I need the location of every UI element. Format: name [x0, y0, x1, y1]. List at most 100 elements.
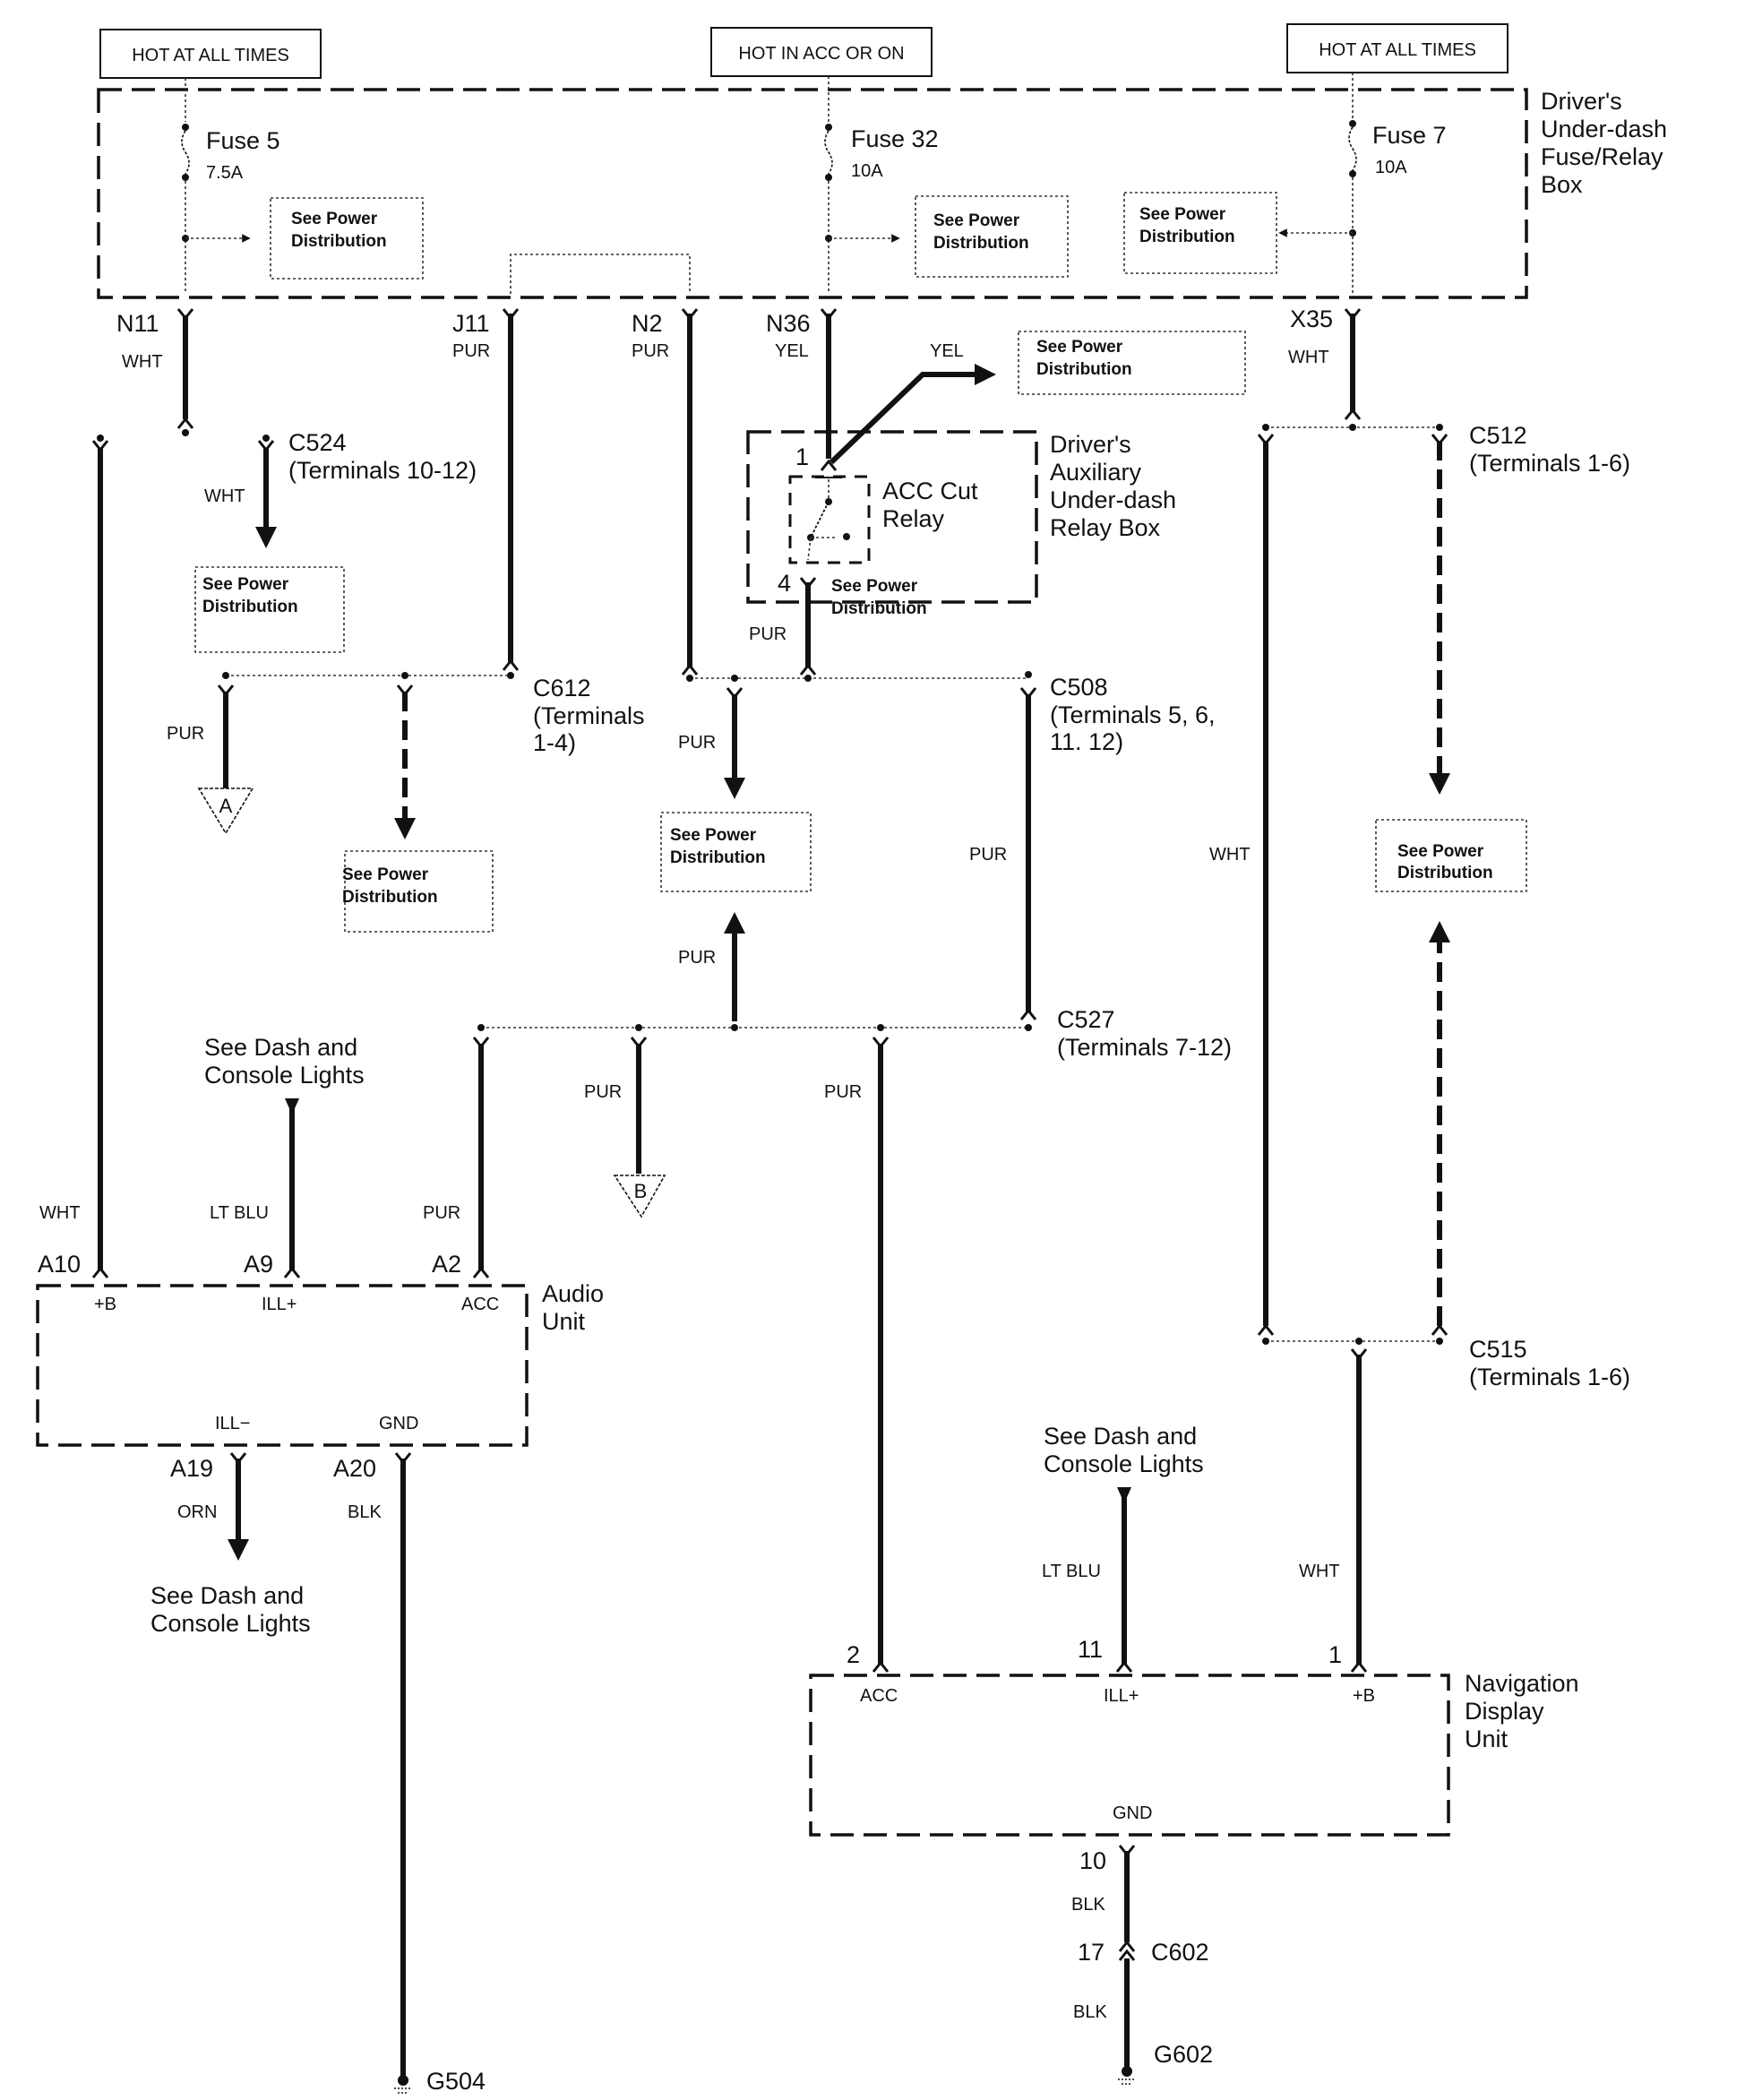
- svg-text:10A: 10A: [851, 161, 883, 181]
- off-page-connector-a[interactable]: A: [197, 788, 254, 835]
- svg-text:Fuse 32: Fuse 32: [851, 125, 939, 152]
- svg-text:C602: C602: [1151, 1939, 1209, 1966]
- connector-c612: C612 (Terminals 1-4): [217, 672, 645, 756]
- svg-text:10A: 10A: [1375, 158, 1407, 177]
- svg-text:See Power: See Power: [933, 211, 1020, 230]
- svg-text:2: 2: [847, 1641, 860, 1668]
- power-source-hot-at-all-times-right: HOT AT ALL TIMES: [1286, 23, 1509, 73]
- wire-j11: PUR: [452, 308, 520, 671]
- svg-text:BLK: BLK: [1071, 1895, 1105, 1915]
- power-distribution-ref-right[interactable]: See Power Distribution: [1375, 819, 1527, 892]
- svg-text:Navigation: Navigation: [1465, 1670, 1579, 1697]
- svg-text:C512: C512: [1469, 422, 1527, 449]
- off-page-connector-b[interactable]: B: [613, 1175, 666, 1218]
- dash-lights-ref-audio-ill-minus[interactable]: See Dash and Console Lights: [150, 1582, 311, 1637]
- power-distribution-ref-center[interactable]: See Power Distribution: [660, 812, 812, 892]
- ground-icon: [398, 2075, 408, 2086]
- svg-text:WHT: WHT: [1288, 348, 1329, 367]
- fuse-relay-box: [97, 88, 1528, 299]
- svg-text:11: 11: [1078, 1636, 1103, 1663]
- svg-text:See Dash and: See Dash and: [204, 1034, 357, 1061]
- wire-lt-blu-nav-11: LT BLU: [1042, 1487, 1131, 1665]
- svg-text:Console Lights: Console Lights: [204, 1062, 365, 1089]
- wire-c527-to-power-dist: PUR: [678, 912, 745, 1021]
- relay-switch-icon: [810, 501, 830, 538]
- svg-text:1: 1: [1328, 1641, 1342, 1668]
- wire-yel-to-power-dist: YEL: [829, 341, 996, 465]
- svg-text:(Terminals 1-6): (Terminals 1-6): [1469, 1364, 1630, 1390]
- fuse-32: Fuse 32 10A: [824, 76, 939, 294]
- svg-text:+B: +B: [1353, 1686, 1375, 1706]
- ground-icon: [1122, 2066, 1132, 2077]
- power-distribution-ref-c524[interactable]: See Power Distribution: [194, 566, 345, 653]
- svg-text:PUR: PUR: [824, 1082, 862, 1102]
- svg-text:1: 1: [795, 443, 809, 470]
- power-distribution-ref-yel[interactable]: See Power Distribution: [1018, 331, 1246, 395]
- svg-text:HOT AT ALL TIMES: HOT AT ALL TIMES: [1319, 40, 1476, 60]
- svg-text:PUR: PUR: [584, 1082, 622, 1102]
- svg-text:PUR: PUR: [678, 733, 716, 753]
- svg-text:Console Lights: Console Lights: [150, 1610, 311, 1637]
- fuse-icon: [1348, 126, 1357, 171]
- audio-unit-label: Audio Unit: [542, 1280, 604, 1335]
- svg-text:See Power: See Power: [202, 575, 289, 594]
- power-distribution-ref-fuse7[interactable]: See Power Distribution: [1123, 192, 1277, 274]
- fuse-icon: [181, 130, 190, 175]
- svg-text:Distribution: Distribution: [933, 234, 1029, 253]
- navigation-display-unit: [809, 1674, 1450, 1837]
- svg-text:Auxiliary: Auxiliary: [1050, 459, 1142, 486]
- svg-text:See Power: See Power: [831, 577, 918, 596]
- nav-pin-11: 11 ILL+: [1078, 1636, 1139, 1706]
- wire-n11: WHT: [122, 308, 194, 429]
- svg-text:C612: C612: [533, 675, 591, 701]
- svg-text:Distribution: Distribution: [291, 232, 387, 251]
- svg-text:Fuse 5: Fuse 5: [206, 127, 280, 154]
- dash-lights-ref-nav-ill-plus[interactable]: See Dash and Console Lights: [1044, 1423, 1204, 1477]
- power-distribution-ref-c612[interactable]: See Power Distribution: [342, 850, 494, 933]
- svg-text:PUR: PUR: [423, 1203, 460, 1223]
- svg-text:PUR: PUR: [452, 341, 490, 361]
- svg-text:B: B: [634, 1180, 648, 1202]
- svg-text:Distribution: Distribution: [1139, 228, 1235, 246]
- terminal-n11: N11: [116, 310, 159, 337]
- wire-wht-nav-b: WHT: [1299, 1355, 1362, 1665]
- svg-text:Distribution: Distribution: [670, 848, 766, 867]
- svg-text:WHT: WHT: [122, 352, 163, 372]
- connector-c602: 17 C602: [1078, 1939, 1209, 1966]
- svg-text:PUR: PUR: [969, 845, 1007, 865]
- power-distribution-ref-relay[interactable]: See Power Distribution: [831, 577, 927, 618]
- wire-wht-c512-c515: WHT: [1209, 441, 1275, 1336]
- ground-g504: G504: [394, 2068, 486, 2095]
- connector-c515: C515 (Terminals 1-6): [1262, 1336, 1630, 1390]
- ground-g602: G602: [1118, 2041, 1213, 2085]
- dash-lights-ref-audio-ill-plus[interactable]: See Dash and Console Lights: [204, 1034, 365, 1089]
- terminal-j11: J11: [452, 310, 490, 337]
- svg-text:11. 12): 11. 12): [1050, 728, 1123, 755]
- svg-text:C524: C524: [288, 429, 347, 456]
- power-distribution-ref-fuse5[interactable]: See Power Distribution: [270, 197, 424, 280]
- audio-pin-a20: GND A20: [333, 1414, 418, 1482]
- svg-text:1-4): 1-4): [533, 729, 576, 756]
- svg-text:HOT IN ACC OR ON: HOT IN ACC OR ON: [738, 44, 904, 64]
- fuse-5: Fuse 5 7.5A: [181, 78, 280, 294]
- svg-text:C515: C515: [1469, 1336, 1527, 1363]
- svg-text:+B: +B: [94, 1295, 116, 1314]
- svg-text:ILL−: ILL−: [215, 1414, 250, 1433]
- svg-text:See Power: See Power: [342, 865, 429, 884]
- svg-text:Distribution: Distribution: [202, 598, 298, 616]
- svg-text:Unit: Unit: [542, 1308, 586, 1335]
- svg-text:ACC: ACC: [461, 1295, 499, 1314]
- navigation-display-unit-label: Navigation Display Unit: [1465, 1670, 1579, 1752]
- svg-text:GND: GND: [1113, 1803, 1152, 1823]
- svg-text:10: 10: [1079, 1847, 1106, 1874]
- connector-c524: C524 (Terminals 10-12): [91, 429, 477, 484]
- svg-text:G602: G602: [1154, 2041, 1213, 2068]
- svg-text:See Dash and: See Dash and: [150, 1582, 304, 1609]
- svg-text:(Terminals 7-12): (Terminals 7-12): [1057, 1034, 1232, 1061]
- svg-text:See Power: See Power: [1397, 842, 1484, 861]
- connector-c512: C512 (Terminals 1-6): [1257, 422, 1630, 477]
- audio-pin-a2: A2 ACC: [432, 1251, 499, 1314]
- j11-n2-internal-link: [510, 254, 691, 294]
- power-distribution-ref-fuse32[interactable]: See Power Distribution: [915, 195, 1069, 278]
- svg-text:PUR: PUR: [749, 624, 787, 644]
